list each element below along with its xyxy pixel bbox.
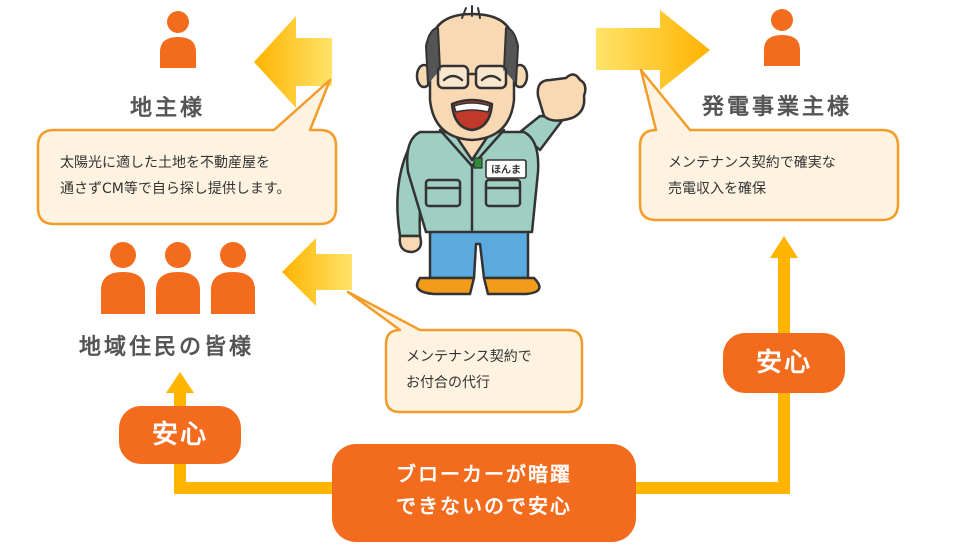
center-badge-line-2: できないので安心 bbox=[396, 494, 572, 518]
right-flow-arrowhead bbox=[770, 236, 798, 258]
landowner-person-icon bbox=[160, 11, 196, 68]
arrow-to-residents bbox=[282, 238, 352, 306]
center-reassurance-badge: ブローカーが暗躍 できないので安心 bbox=[332, 444, 636, 542]
power-producer-person-icon bbox=[764, 9, 800, 66]
character-right-pocket bbox=[484, 178, 522, 208]
landowner-bubble-text: 太陽光に適した土地を不動産屋を 通さずCM等で自ら探し提供します。 bbox=[60, 150, 290, 202]
character-left-pocket bbox=[424, 178, 462, 208]
character-name-tag-text: ほんま bbox=[491, 165, 521, 176]
power-producer-bubble-line-2: 売電収入を確保 bbox=[668, 181, 766, 197]
residents-label: 地域住民の皆様 bbox=[79, 335, 255, 360]
bubble-landowner-shape bbox=[36, 78, 338, 226]
power-producer-label: 発電事業主様 bbox=[702, 95, 853, 120]
character-pin bbox=[473, 157, 483, 169]
landowner-bubble-line-1: 太陽光に適した土地を不動産屋を bbox=[60, 155, 270, 171]
residents-people-icon bbox=[101, 242, 255, 314]
bubble-power-producer-shape bbox=[638, 68, 900, 222]
character-pants bbox=[428, 224, 530, 280]
arrow-to-landowner bbox=[254, 16, 332, 108]
power-producer-bubble-line-1: メンテナンス契約で確実な bbox=[668, 155, 836, 171]
landowner-label: 地主様 bbox=[130, 96, 206, 121]
character-name-tag bbox=[485, 159, 527, 179]
residents-bubble-line-1: メンテナンス契約で bbox=[406, 349, 532, 365]
center-badge-line-1: ブローカーが暗躍 bbox=[396, 462, 572, 486]
power-producer-bubble-text: メンテナンス契約で確実な 売電収入を確保 bbox=[668, 150, 836, 202]
arrow-to-power-producer bbox=[596, 10, 710, 90]
character-right-shoe bbox=[482, 276, 541, 296]
left-flow-arrowhead bbox=[166, 372, 194, 393]
landowner-bubble-line-2: 通さずCM等で自ら探し提供します。 bbox=[60, 181, 291, 197]
residents-bubble-line-2: お付合の代行 bbox=[406, 375, 490, 391]
bubble-residents-shape bbox=[346, 290, 584, 414]
left-reassurance-badge: 安心 bbox=[119, 406, 241, 464]
character-left-shoe bbox=[415, 276, 476, 296]
character-head bbox=[428, 12, 516, 142]
residents-bubble-text: メンテナンス契約で お付合の代行 bbox=[406, 344, 532, 396]
right-reassurance-badge: 安心 bbox=[723, 333, 845, 393]
character-hand bbox=[536, 73, 587, 122]
character-hair bbox=[425, 27, 441, 85]
character-illustration bbox=[396, 5, 587, 296]
